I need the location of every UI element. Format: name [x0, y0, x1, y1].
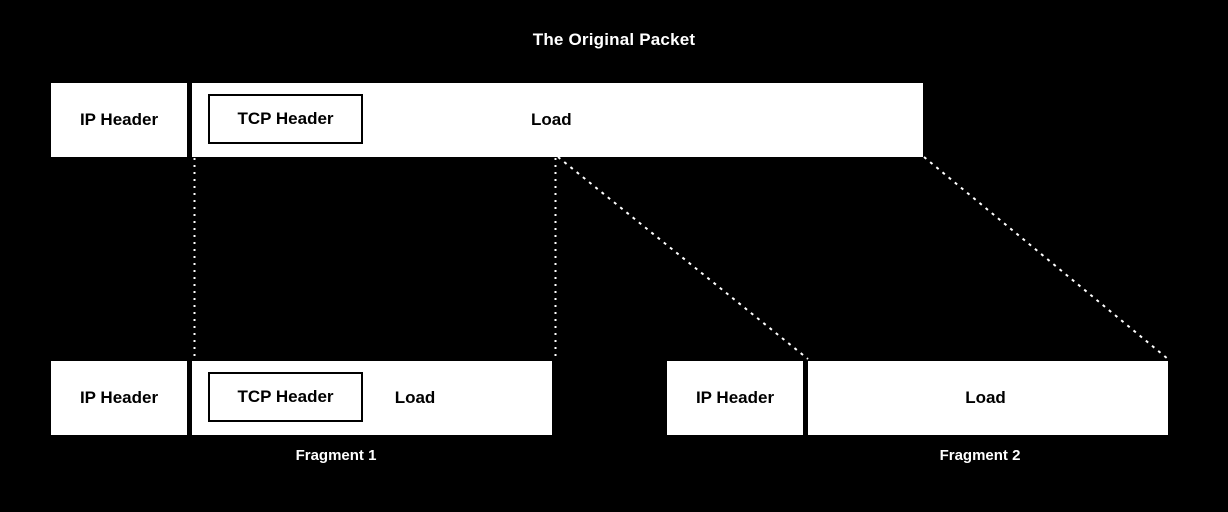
original-tcp-header-box: TCP Header [208, 94, 363, 144]
original-tcp-header-label: TCP Header [237, 109, 334, 128]
original-ip-header-label: IP Header [79, 110, 159, 129]
fragment-1-tcp-header-box: TCP Header [208, 372, 363, 422]
original-payload-cell: TCP Header Load [192, 83, 918, 157]
fragment-1-ip-header-cell: IP Header [51, 361, 192, 435]
original-ip-header-cell: IP Header [51, 83, 192, 157]
fragment-2-caption: Fragment 2 [939, 447, 1021, 464]
fragment-1-row: IP Header TCP Header Load [51, 361, 552, 435]
fragment-1-caption: Fragment 1 [295, 447, 377, 464]
fragment-2-ip-header-cell: IP Header [667, 361, 808, 435]
original-packet-row: IP Header TCP Header Load [51, 83, 923, 157]
fragment-2-payload-cell: Load [808, 361, 1163, 435]
page-title: The Original Packet [532, 30, 696, 49]
fragment-1-load-label: Load [394, 388, 436, 407]
fragment-1-payload-cell: TCP Header Load [192, 361, 547, 435]
fragment-2-row: IP Header Load [667, 361, 1168, 435]
fragment-2-load-label: Load [965, 388, 1006, 407]
original-load-label: Load [531, 110, 572, 129]
load-split-diagonal-2 [923, 156, 1169, 360]
fragment-1-tcp-header-label: TCP Header [237, 387, 334, 406]
load-split-diagonal-1 [557, 156, 809, 360]
fragment-2-ip-header-label: IP Header [695, 388, 775, 407]
fragment-1-ip-header-label: IP Header [79, 388, 159, 407]
